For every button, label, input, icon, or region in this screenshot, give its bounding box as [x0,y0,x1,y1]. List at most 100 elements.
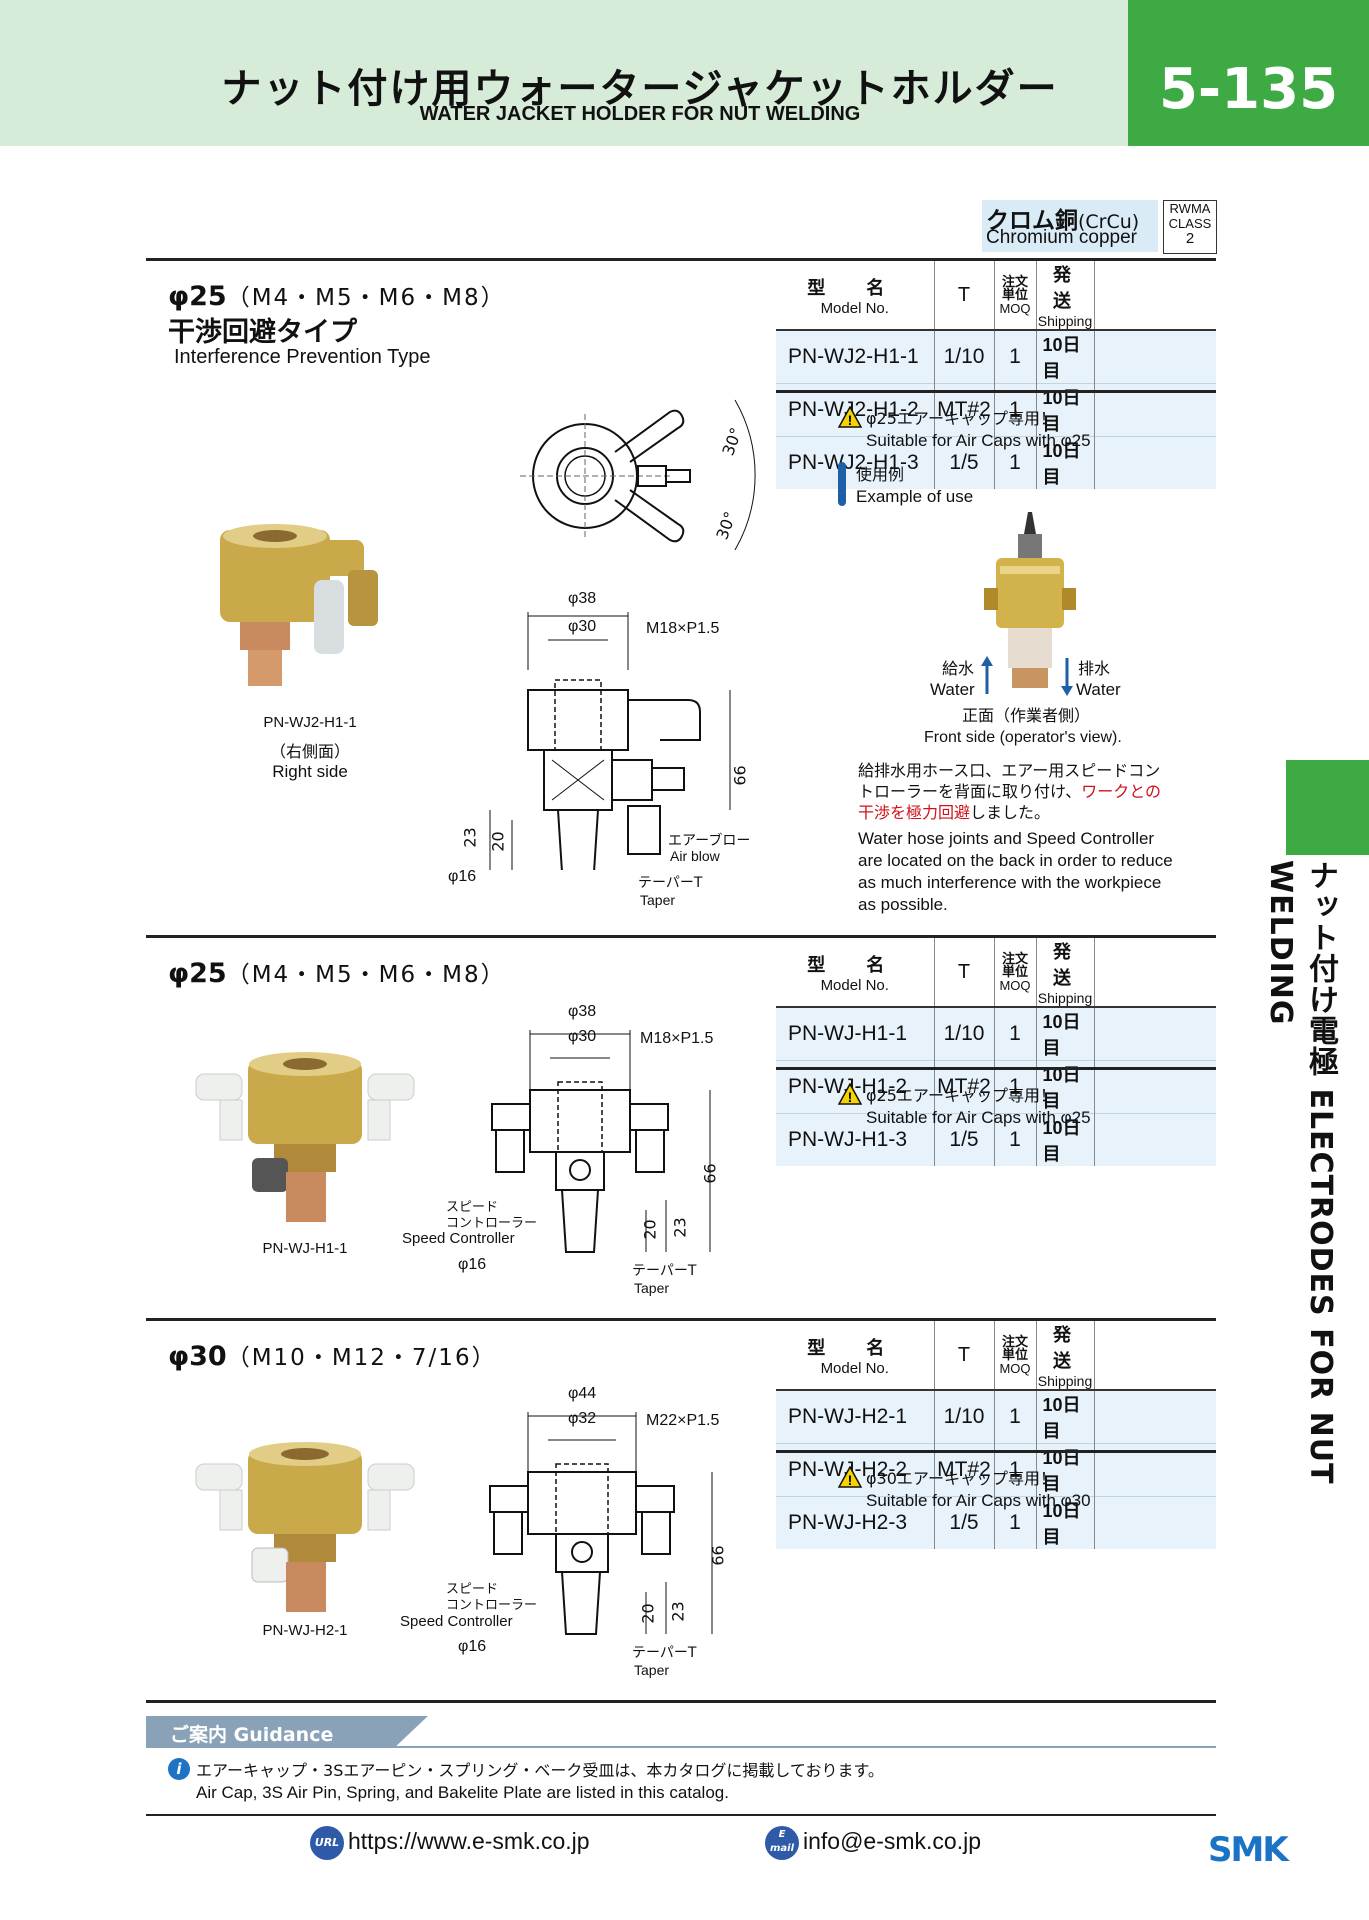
taper-label-jp: テーパーT [638,875,703,891]
front-side-jp: 正面（作業者側） [962,706,1091,725]
website-link[interactable]: https://www.e-smk.co.jp [348,1828,590,1854]
speed-controller-jp-1: スピード [446,1200,499,1215]
section-drawing [489,1412,713,1635]
dim-height-20: 20 [488,831,508,852]
url-icon: URL [310,1826,344,1860]
dim-thread: M18×P1.5 [640,1030,714,1047]
desc-en-line4: as possible. [858,895,948,914]
desc-en-line3: as much interference with the workpiece [858,873,1162,892]
speed-controller-en: Speed Controller [402,1230,515,1247]
material-badge [982,200,1158,252]
speed-controller-jp-2: コントローラー [446,1598,538,1613]
guidance-band [146,1716,428,1748]
photo-caption-model: PN-WJ-H1-1 [262,1240,348,1257]
taper-label-jp: テーパーT [632,1263,697,1279]
arrow-up-icon [981,656,993,694]
water-out-en: Water [1076,680,1121,699]
photo-caption-model: PN-WJ2-H1-1 [263,714,357,731]
product-photo [195,1052,415,1222]
dim-inner-dia: φ30 [568,618,597,635]
section-type-en: Interference Prevention Type [174,346,431,368]
email-icon: E mail [765,1826,799,1860]
company-logo: SMK [1208,1830,1289,1870]
desc-jp-line3: 干渉を極力回避しました。 [858,803,1051,822]
dim-height-23: 23 [668,1601,688,1622]
warning-icon: ! [838,406,862,428]
material-name: クロム銅(CrCu) [986,208,1140,234]
air-blow-label-en: Air blow [670,848,720,864]
arrow-down-icon [1061,658,1073,696]
guidance-underline [146,1746,1216,1748]
taper-label-en: Taper [634,1280,670,1296]
top-view-drawing [520,399,756,551]
dim-inner-dia: φ32 [568,1410,597,1427]
section-divider [146,258,1216,261]
front-side-en: Front side (operator's view). [924,729,1122,746]
info-icon: i [168,1758,190,1780]
dim-tip-dia: φ16 [458,1256,487,1273]
speed-controller-jp-1: スピード [446,1582,499,1597]
svg-text:!: ! [848,1089,853,1105]
section-title: φ25（M4・M5・M6・M8） [168,958,506,989]
dim-height-66: 66 [730,765,750,786]
dim-height-66: 66 [700,1163,720,1184]
svg-text:!: ! [848,1472,853,1488]
product-photo [220,524,378,686]
section-type-jp: 干渉回避タイプ [168,317,357,348]
section-divider [146,1318,1216,1321]
table-bottom-rule [776,390,1216,393]
example-marker [838,462,846,506]
header-band [0,0,1128,146]
dim-outer-dia: φ38 [568,590,597,607]
desc-jp-line1: 給排水用ホース口、エアー用スピードコン [858,761,1161,780]
dim-height-23: 23 [670,1217,690,1238]
warning-text-jp: φ25エアーキャップ専用！ [866,409,1056,428]
svg-text:!: ! [848,412,853,428]
photo-caption-en: Right side [272,762,348,781]
side-tab-label: ナット付け電極 ELECTRODES FOR NUT WELDING [1263,860,1338,1485]
dim-height-20: 20 [640,1219,660,1240]
product-photo [195,1442,415,1612]
example-label-en: Example of use [856,487,974,506]
footer-divider [146,1814,1216,1816]
page-number: 5-135 [1128,0,1369,146]
material-name-en: Chromium copper [986,227,1137,248]
guidance-title: ご案内 Guidance [170,1724,334,1746]
taper-label-en: Taper [634,1662,670,1678]
photo-caption-model: PN-WJ-H2-1 [262,1622,348,1639]
section-title: φ25（M4・M5・M6・M8） [168,281,506,312]
warning-icon: ! [838,1083,862,1105]
dim-inner-dia: φ30 [568,1028,597,1045]
section-title: φ30（M10・M12・7/16） [168,1341,497,1372]
page-title: ナット付け用ウォータージャケットホルダー [221,66,1059,112]
section-divider [146,1700,1216,1703]
desc-en-line1: Water hose joints and Speed Controller [858,829,1155,848]
warning-text-jp: φ25エアーキャップ専用！ [866,1086,1056,1105]
table-bottom-rule [776,1450,1216,1453]
section-drawing [491,1030,711,1253]
dim-thread: M22×P1.5 [646,1412,720,1429]
example-label-jp: 使用例 [856,465,905,484]
table-bottom-rule [776,1067,1216,1070]
col-t: T [933,261,994,330]
water-in-en: Water [930,680,975,699]
example-photo [984,512,1076,688]
air-blow-label-jp: エアーブロー [668,833,751,849]
page-subtitle: WATER JACKET HOLDER FOR NUT WELDING [419,103,861,125]
dim-height-20: 20 [638,1603,658,1624]
email-link[interactable]: info@e-smk.co.jp [803,1828,982,1854]
speed-controller-jp-2: コントローラー [446,1216,538,1231]
dim-outer-dia: φ44 [568,1385,597,1402]
